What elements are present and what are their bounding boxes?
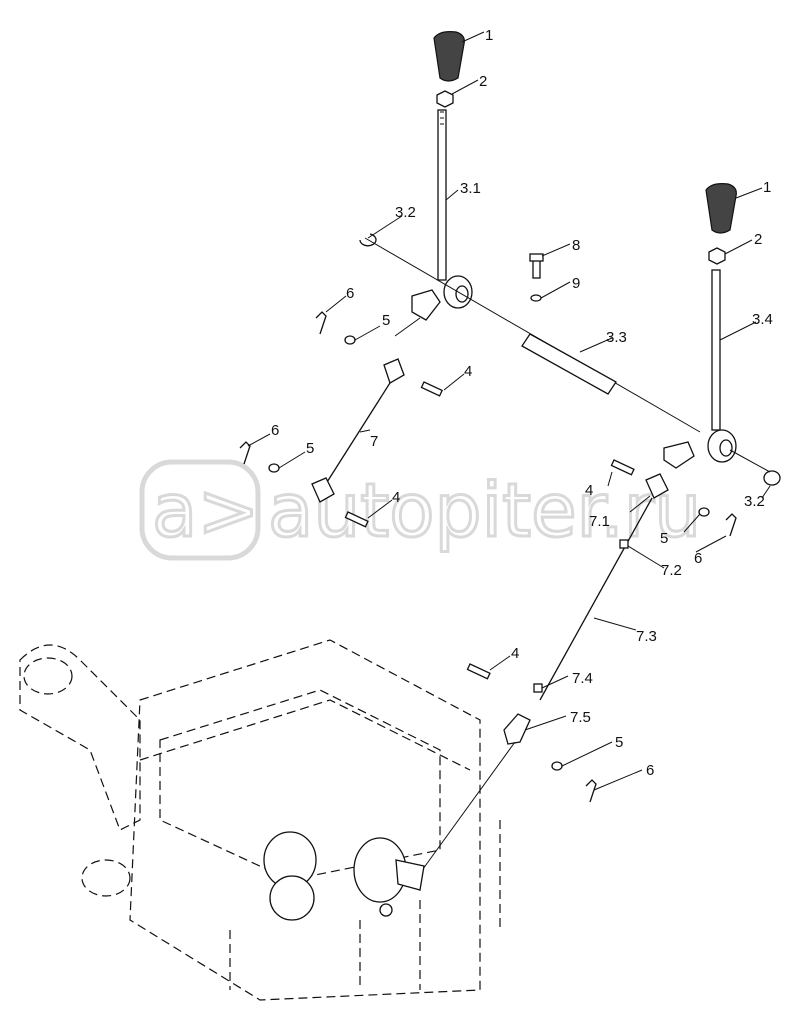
bracket-right — [663, 441, 695, 469]
clevis-pin-lower — [344, 511, 369, 528]
pin-bottom — [585, 779, 597, 803]
label-clevis-pin-upper: 4 — [464, 363, 472, 380]
label-clevis-pin-right: 4 — [585, 482, 593, 499]
washer-upper-left — [344, 335, 356, 345]
label-shaft-center: 3.3 — [606, 329, 627, 346]
label-pin-upper-left: 6 — [346, 285, 354, 302]
label-clevis-pin-lower: 4 — [392, 489, 400, 506]
label-lever-left: 3.1 — [460, 180, 481, 197]
shaft-center — [521, 333, 617, 395]
fork-upper-left — [383, 358, 405, 384]
washer-bottom — [551, 761, 563, 771]
label-nut-7-4: 7.4 — [572, 670, 593, 687]
label-washer-small: 9 — [572, 275, 580, 292]
bracket-left — [411, 289, 441, 321]
clevis-pin-bottom — [466, 663, 491, 680]
label-fork-7-5: 7.5 — [570, 709, 591, 726]
label-nut-left: 2 — [479, 73, 487, 90]
label-washer-bottom: 5 — [615, 734, 623, 751]
label-knob-right: 1 — [763, 179, 771, 196]
label-washer-lower-left: 5 — [306, 440, 314, 457]
fork-lower-left — [311, 477, 335, 503]
watermark-logo: a> — [152, 468, 259, 554]
knob-left — [433, 31, 465, 82]
label-ring-left: 3.2 — [395, 204, 416, 221]
watermark-logo-frame — [139, 459, 261, 561]
label-rod-7-3: 7.3 — [636, 628, 657, 645]
label-fork-right: 7.1 — [589, 513, 610, 530]
left-lever-assembly — [239, 31, 701, 528]
clevis-pin-upper — [420, 381, 443, 397]
rod-7-3 — [539, 497, 653, 701]
washer-lower-left — [268, 463, 280, 473]
label-pin-lower-left: 6 — [271, 422, 279, 439]
label-bolt: 8 — [572, 237, 580, 254]
label-nut-7-2: 7.2 — [661, 562, 682, 579]
pin-right — [725, 513, 737, 537]
fork-right — [645, 473, 669, 499]
nut-7-4 — [533, 683, 543, 693]
lever-right-shaft — [711, 269, 721, 431]
watermark: a> autopiter.ru — [139, 459, 703, 561]
clevis-pin-right — [610, 459, 635, 476]
label-washer-right: 5 — [660, 530, 668, 547]
label-clevis-pin-bottom: 4 — [511, 645, 519, 662]
leader-lines — [247, 31, 771, 791]
pin-upper-left — [315, 311, 327, 335]
callout-labels: 1 2 3.1 3.2 8 9 3.3 6 5 4 7 6 5 4 1 2 3.… — [271, 27, 773, 779]
right-lever-assembly — [414, 183, 781, 881]
nut-right — [708, 247, 726, 265]
center-shaft-assembly — [521, 253, 617, 395]
watermark-text: autopiter.ru — [268, 468, 701, 554]
knob-right — [705, 183, 737, 234]
gearbox-housing — [19, 639, 501, 1001]
washer-right — [698, 507, 710, 517]
label-nut-right: 2 — [754, 231, 762, 248]
rod-left — [321, 374, 396, 491]
fork-7-5 — [503, 713, 531, 745]
nut-7-2 — [619, 539, 629, 549]
label-rod-left: 7 — [370, 433, 378, 450]
label-lever-right: 3.4 — [752, 311, 773, 328]
ring-right — [763, 470, 781, 486]
washer-small — [530, 294, 542, 302]
nut-left — [436, 90, 454, 108]
label-ring-right: 3.2 — [744, 493, 765, 510]
label-washer-upper-left: 5 — [382, 312, 390, 329]
label-pin-bottom: 6 — [646, 762, 654, 779]
label-knob-left: 1 — [485, 27, 493, 44]
label-pin-right: 6 — [694, 550, 702, 567]
pin-lower-left — [239, 441, 251, 465]
lever-left-shaft — [437, 109, 447, 281]
